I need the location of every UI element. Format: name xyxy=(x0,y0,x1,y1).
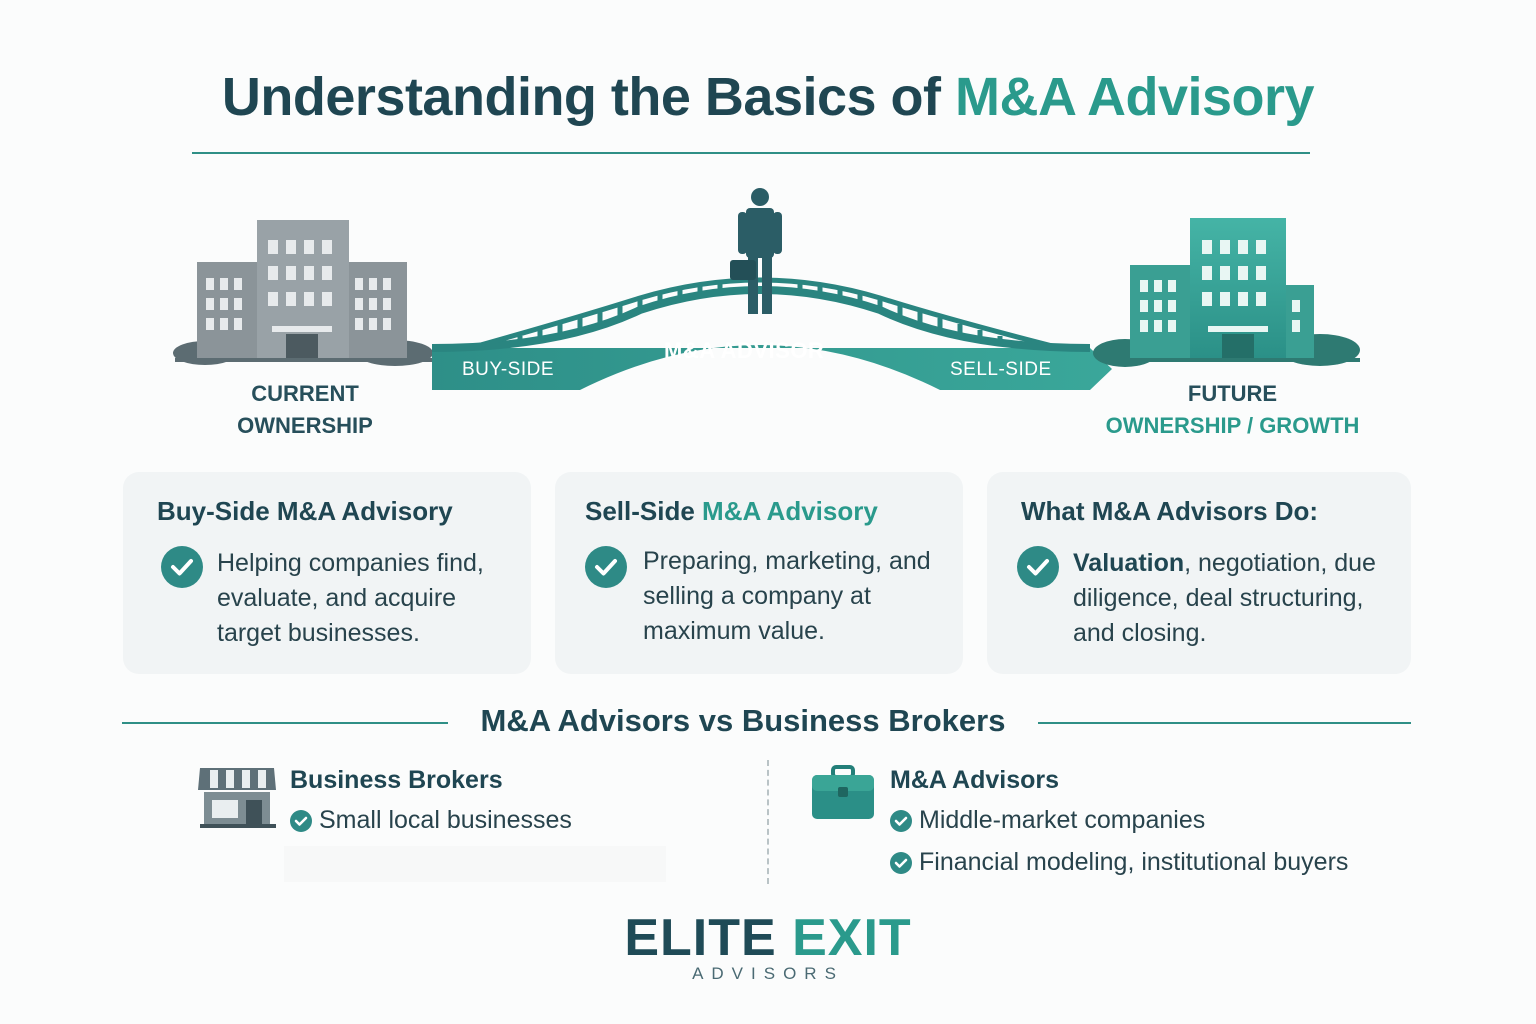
advisors-item: Financial modeling, institutional buyers xyxy=(919,848,1349,876)
logo-subtitle: ADVISORS xyxy=(692,964,844,983)
bridge-icon xyxy=(431,277,1112,390)
check-icon xyxy=(890,810,912,832)
check-icon xyxy=(585,546,627,588)
check-icon xyxy=(890,852,912,874)
card-title: What M&A Advisors Do: xyxy=(1021,496,1318,527)
buy-side-card: Buy-Side M&A Advisory Helping companies … xyxy=(123,472,531,674)
logo-word-exit: EXIT xyxy=(792,909,912,967)
briefcase-icon xyxy=(810,765,876,826)
business-brokers-title: Business Brokers xyxy=(290,766,503,794)
card-title: Sell-Side M&A Advisory xyxy=(585,496,878,527)
current-building-icon xyxy=(173,220,435,366)
elite-exit-logo: ELITE EXIT xyxy=(0,908,1536,968)
advisor-label: M&A ADVISOR xyxy=(664,338,825,363)
title-divider xyxy=(192,152,1310,154)
brokers-item: Small local businesses xyxy=(319,806,572,834)
card-body: Preparing, marketing, and selling a comp… xyxy=(643,547,931,645)
future-building-icon xyxy=(1093,218,1360,367)
check-icon xyxy=(161,546,203,588)
logo-word-elite: ELITE xyxy=(624,909,793,967)
card-body-text: , negotiation, due diligence, deal struc… xyxy=(1073,549,1376,647)
hero-illustration: BUY-SIDE M&A ADVISOR SELL-SIDE CURRENT O… xyxy=(0,170,1536,450)
page-title: Understanding the Basics of M&A Advisory xyxy=(0,66,1536,128)
title-main: Understanding the Basics of xyxy=(221,67,956,127)
current-ownership-label: CURRENT OWNERSHIP xyxy=(237,381,373,438)
card-title: Buy-Side M&A Advisory xyxy=(157,496,453,527)
card-body-strong: Valuation xyxy=(1073,549,1185,577)
empty-placeholder xyxy=(284,846,666,882)
card-body: Valuation, negotiation, due diligence, d… xyxy=(1073,546,1393,651)
comparison-heading: M&A Advisors vs Business Brokers xyxy=(480,703,1006,738)
title-accent: M&A Advisory xyxy=(955,67,1315,127)
section-rule-left xyxy=(122,722,448,724)
buy-side-label: BUY-SIDE xyxy=(462,359,554,380)
card-body: Helping companies find, evaluate, and ac… xyxy=(217,549,484,647)
bridge-scene-graphic xyxy=(173,188,1360,390)
section-rule-right xyxy=(1038,722,1411,724)
card-title-text: What M&A Advisors Do: xyxy=(1021,496,1319,526)
sell-side-card: Sell-Side M&A Advisory Preparing, market… xyxy=(555,472,963,674)
future-label: FUTURE xyxy=(1187,381,1278,406)
check-icon xyxy=(1017,546,1059,588)
card-title-text: Buy-Side M&A Advisory xyxy=(157,496,453,526)
card-title-text: Sell-Side xyxy=(585,496,703,526)
card-title-accent: M&A Advisory xyxy=(702,496,878,526)
check-icon xyxy=(290,810,312,832)
advisor-figure-icon xyxy=(730,188,782,314)
advisors-do-card: What M&A Advisors Do: Valuation, negotia… xyxy=(987,472,1411,674)
storefront-icon xyxy=(198,764,278,835)
ma-advisors-title: M&A Advisors xyxy=(890,766,1060,794)
sell-side-label: SELL-SIDE xyxy=(950,359,1052,380)
ownership-growth-label: OWNERSHIP / GROWTH xyxy=(1105,413,1360,438)
advisors-item: Middle-market companies xyxy=(919,806,1206,834)
column-divider xyxy=(767,760,769,884)
